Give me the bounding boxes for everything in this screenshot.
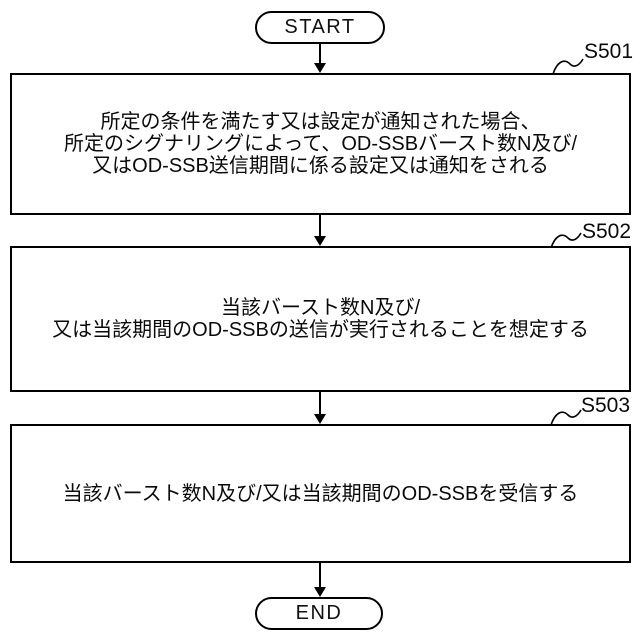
end-node: END [255, 597, 383, 630]
start-node-label: START [284, 16, 356, 38]
process-box-s501: 所定の条件を満たす又は設定が通知された場合、 所定のシグナリングによって、OD-… [10, 73, 631, 215]
arrow-shaft [319, 563, 321, 588]
label-leader-line [552, 58, 584, 75]
arrow-s501-to-s502 [314, 215, 326, 246]
arrow-start-to-s501 [314, 43, 326, 73]
arrow-shaft [319, 43, 321, 64]
step-label-s502: S502 [582, 220, 632, 243]
start-node: START [255, 11, 385, 44]
step-text-line: 又はOD-SSB送信期間に係る設定又は通知をされる [92, 155, 549, 177]
arrow-head-icon [314, 63, 326, 73]
step-label-s501: S501 [584, 40, 634, 63]
step-text-line: 当該バースト数N及び/又は当該期間のOD-SSBを受信する [62, 482, 579, 505]
end-node-label: END [295, 602, 343, 624]
step-label-s503: S503 [581, 394, 631, 417]
step-text-line: 又は当該期間のOD-SSBの送信が実行されることを想定する [52, 319, 589, 341]
step-text-line: 所定のシグナリングによって、OD-SSBバースト数N及び/ [63, 133, 578, 155]
process-box-s502: 当該バースト数N及び/ 又は当該期間のOD-SSBの送信が実行されることを想定す… [10, 246, 631, 392]
arrow-head-icon [314, 414, 326, 424]
step-text-line: 所定の条件を満たす又は設定が通知された場合、 [100, 111, 541, 133]
label-leader-line [550, 232, 582, 249]
step-text-line: 当該バースト数N及び/ [221, 297, 420, 319]
label-leader-line [550, 409, 582, 426]
arrow-head-icon [314, 587, 326, 597]
arrow-shaft [319, 215, 321, 237]
arrow-shaft [319, 392, 321, 415]
process-box-s503: 当該バースト数N及び/又は当該期間のOD-SSBを受信する [10, 424, 631, 563]
arrow-s502-to-s503 [314, 392, 326, 424]
arrow-head-icon [314, 236, 326, 246]
arrow-s503-to-end [314, 563, 326, 597]
